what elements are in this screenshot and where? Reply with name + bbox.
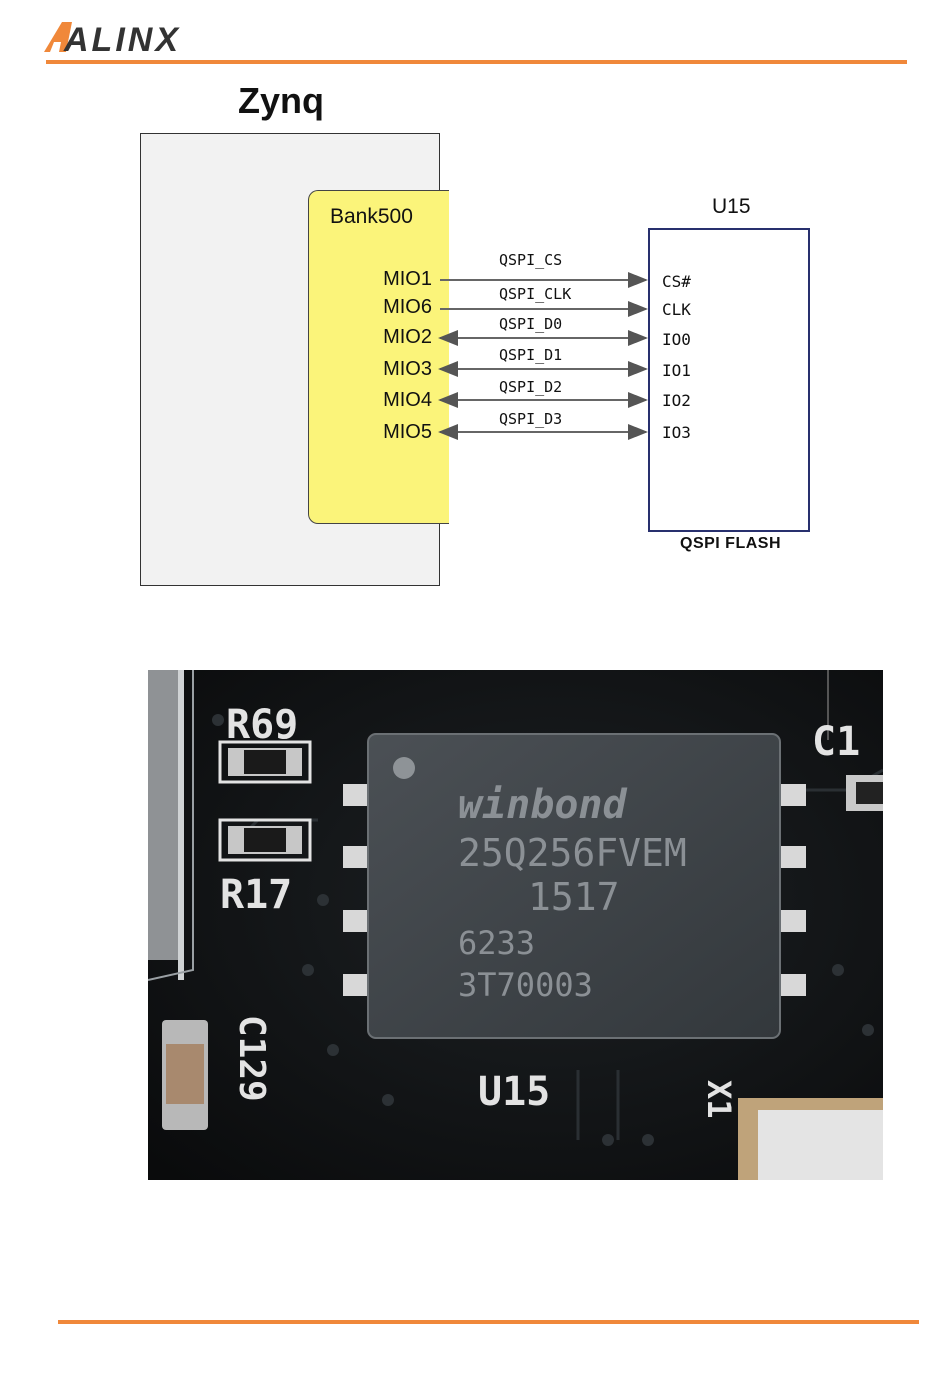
- chip-code1: 1517: [528, 875, 620, 919]
- silk-x1: X1: [700, 1080, 738, 1119]
- resistor-r69: [228, 748, 302, 776]
- pcb-photo: R69 R17 C1 U15 C129 X1: [148, 670, 883, 1180]
- chip-code2: 6233: [458, 924, 535, 962]
- chip-code3: 3T70003: [458, 966, 593, 1004]
- resistor-r17: [228, 826, 302, 854]
- silk-u15: U15: [478, 1069, 550, 1115]
- silk-r17: R17: [220, 872, 292, 918]
- silk-c1: C1: [812, 719, 860, 765]
- chip-brand: winbond: [458, 782, 627, 828]
- signal-wires: [0, 0, 950, 600]
- crystal-x1: [738, 1098, 883, 1180]
- footer-rule: [58, 1320, 919, 1324]
- capacitor-c129: [162, 1020, 208, 1130]
- silk-c129: C129: [231, 1015, 272, 1102]
- chip-part: 25Q256FVEM: [458, 831, 687, 875]
- flash-chip: winbond 25Q256FVEM 1517 6233 3T70003: [368, 734, 780, 1038]
